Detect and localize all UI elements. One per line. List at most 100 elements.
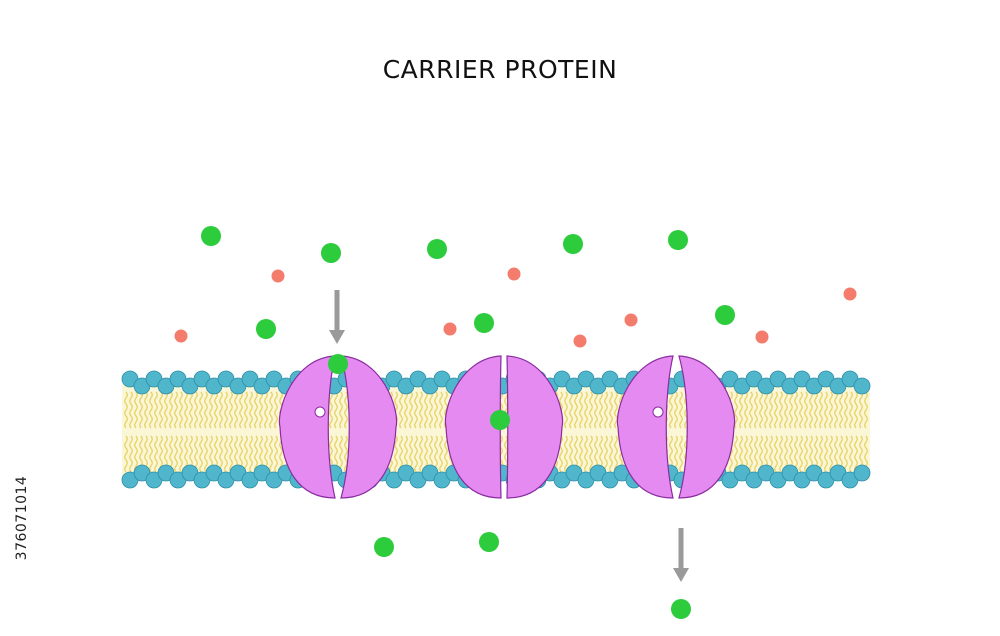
lipid-tail xyxy=(749,391,753,429)
carrier-protein-subunit-left xyxy=(616,355,674,499)
lipid-tail xyxy=(834,391,838,429)
lipid-tail xyxy=(444,435,448,473)
lipid-tail xyxy=(754,435,758,473)
lipid-tail xyxy=(589,391,593,429)
lipid-tail xyxy=(849,391,853,429)
lipid-tail xyxy=(174,435,178,473)
lipid-tail xyxy=(859,391,863,429)
lipid-tail xyxy=(794,391,798,429)
lipid-tail xyxy=(604,435,608,473)
lipid-tail xyxy=(434,391,438,429)
lipid-tail xyxy=(844,391,848,429)
lipid-tail xyxy=(154,435,158,473)
ion-particle xyxy=(624,313,638,327)
lipid-tail xyxy=(819,391,823,429)
lipid-tail xyxy=(614,435,618,473)
lipid-tail xyxy=(669,391,673,429)
lipid-tail xyxy=(249,435,253,473)
lipid-tail xyxy=(269,391,273,429)
lipid-tail xyxy=(799,391,803,429)
lipid-tail xyxy=(239,391,243,429)
lipid-tail xyxy=(574,391,578,429)
lipid-tail xyxy=(579,435,583,473)
lipid-tail xyxy=(734,391,738,429)
lipid-tail xyxy=(274,435,278,473)
lipid-tail xyxy=(564,435,568,473)
lipid-tail xyxy=(764,391,768,429)
lipid-tail xyxy=(249,391,253,429)
solute-molecule xyxy=(328,354,348,374)
lipid-tail xyxy=(154,391,158,429)
lipid-tail xyxy=(234,391,238,429)
transport-direction-arrow xyxy=(329,290,345,344)
lipid-tail xyxy=(809,391,813,429)
arrow-head xyxy=(329,330,345,344)
lipid-tail xyxy=(779,391,783,429)
lipid-tail xyxy=(149,435,153,473)
lipid-tail xyxy=(204,391,208,429)
lipid-tail xyxy=(179,391,183,429)
lipid-tail xyxy=(149,391,153,429)
lipid-tail xyxy=(599,391,603,429)
lipid-tail xyxy=(589,435,593,473)
lipid-tail xyxy=(734,435,738,473)
carrier-protein xyxy=(278,355,398,499)
lipid-tail xyxy=(409,435,413,473)
solute-molecule xyxy=(668,230,688,250)
lipid-tail xyxy=(594,391,598,429)
lipid-tail xyxy=(769,435,773,473)
lipid-tail xyxy=(159,391,163,429)
diagram-title: CARRIER PROTEIN xyxy=(382,55,618,84)
arrow-shaft xyxy=(334,290,340,332)
solute-molecule xyxy=(256,319,276,339)
lipid-tail xyxy=(824,435,828,473)
stock-id-label: 376071014 xyxy=(14,475,30,561)
lipid-tail xyxy=(569,391,573,429)
ion-particle xyxy=(507,267,521,281)
lipid-tail xyxy=(789,391,793,429)
particles xyxy=(174,226,857,619)
lipid-tail xyxy=(184,391,188,429)
transport-direction-arrow xyxy=(673,528,689,582)
lipid-tail xyxy=(854,435,858,473)
lipid-tail xyxy=(864,391,868,429)
lipid-tail xyxy=(159,435,163,473)
lipid-tail xyxy=(254,391,258,429)
lipid-tail xyxy=(254,435,258,473)
solute-molecule xyxy=(427,239,447,259)
solute-molecule xyxy=(201,226,221,246)
lipid-tail xyxy=(794,435,798,473)
lipid-tail xyxy=(244,435,248,473)
lipid-tail xyxy=(754,391,758,429)
lipid-tail xyxy=(199,435,203,473)
lipid-tail xyxy=(759,391,763,429)
lipid-tail xyxy=(769,391,773,429)
lipid-tail xyxy=(749,435,753,473)
lipid-tail xyxy=(584,391,588,429)
lipid-tail xyxy=(614,391,618,429)
lipid-head xyxy=(853,377,871,395)
lipid-tail xyxy=(329,391,333,429)
lipid-tail xyxy=(229,391,233,429)
lipid-tail xyxy=(414,435,418,473)
lipid-tail xyxy=(799,435,803,473)
lipid-tail xyxy=(609,435,613,473)
lipid-tail xyxy=(679,435,683,473)
ion-particle xyxy=(174,329,188,343)
lipid-tail xyxy=(129,435,133,473)
binding-site xyxy=(652,406,664,418)
solute-molecule xyxy=(563,234,583,254)
lipid-tail xyxy=(604,391,608,429)
solute-molecule xyxy=(374,537,394,557)
lipid-tail xyxy=(204,435,208,473)
lipid-tail xyxy=(674,391,678,429)
ion-particle xyxy=(843,287,857,301)
lipid-tail xyxy=(134,391,138,429)
lipid-tail xyxy=(169,435,173,473)
lipid-tail xyxy=(259,391,263,429)
lipid-tail xyxy=(779,435,783,473)
solute-molecule xyxy=(474,313,494,333)
arrow-head xyxy=(673,568,689,582)
lipid-tail xyxy=(129,391,133,429)
solute-molecule xyxy=(479,532,499,552)
